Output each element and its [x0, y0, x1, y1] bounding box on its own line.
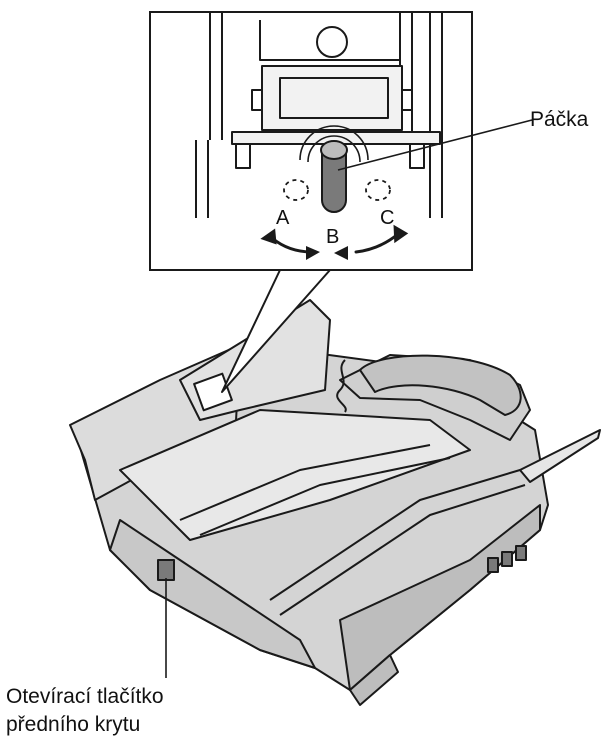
position-c-label: C [380, 207, 395, 229]
lever-detail-inset [149, 11, 533, 271]
lever-label: Páčka [530, 108, 589, 131]
lever-leader-line [337, 119, 533, 171]
fax-machine [69, 299, 601, 706]
lever [320, 140, 348, 213]
front-cover-button-label-line1: Otevírací tlačítko [6, 685, 164, 708]
position-b-label: B [326, 226, 340, 248]
front-cover-button-label-line2: předního krytu [6, 713, 141, 736]
position-a-label: A [276, 207, 290, 229]
